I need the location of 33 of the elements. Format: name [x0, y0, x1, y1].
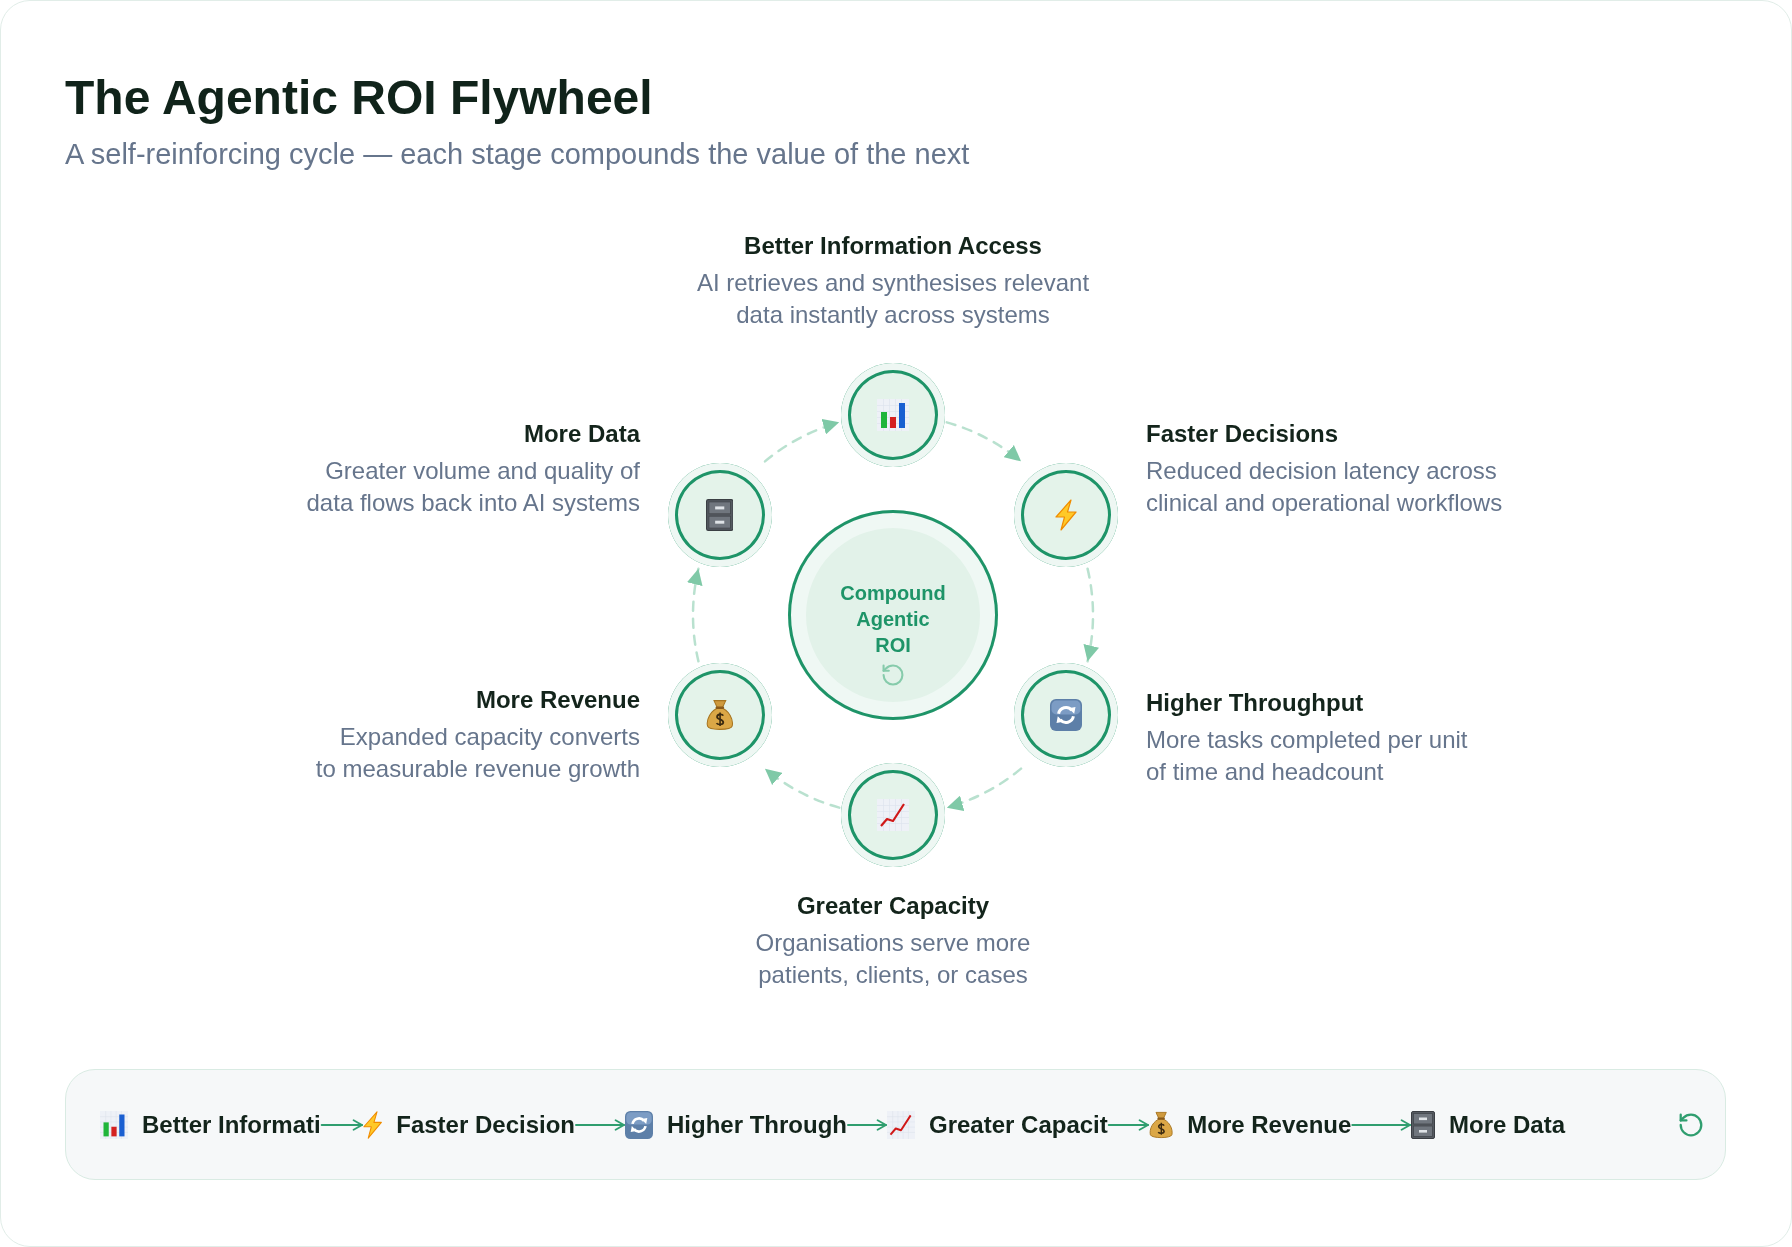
cycle-arrow: [763, 419, 841, 463]
step-label: Greater Capacit: [929, 1110, 1108, 1140]
step-label: Faster Decision: [396, 1110, 575, 1140]
step-label: Better Informati: [142, 1110, 321, 1140]
step-label: More Revenue: [1187, 1110, 1352, 1140]
flow-arrow: [1107, 1119, 1149, 1131]
stage-heading: Faster Decisions: [1146, 419, 1339, 449]
stage-heading: Higher Throughput: [1146, 688, 1364, 718]
subtitle: A self-reinforcing cycle — each stage compounds the value of the next: [65, 137, 970, 171]
flow-arrow: [1351, 1119, 1411, 1131]
stage-heading: Better Information Access: [744, 231, 1042, 261]
flow-arrow: [575, 1119, 625, 1131]
cycle-arrow: [687, 567, 704, 663]
stage-heading: More Data: [523, 419, 640, 449]
stage-description: Reduced decision latency across clinical and operational workflows: [1146, 456, 1504, 518]
stage-description: AI retrieves and synthesises relevant data instantly across systems: [695, 268, 1091, 330]
flow-arrow: [847, 1119, 887, 1131]
summary-bar: [65, 1069, 1726, 1180]
step-label: More Data: [1449, 1110, 1566, 1140]
stage-heading: Greater Capacity: [796, 891, 990, 921]
cycle-arrow: [945, 421, 1023, 463]
step-label: Higher Through: [667, 1110, 847, 1140]
stage-description: Expanded capacity converts to measurable revenue growth: [314, 722, 640, 784]
cycle-arrow: [763, 767, 841, 809]
stage-description: More tasks completed per unit of time and headcount: [1146, 725, 1469, 787]
hub-label: Compound Agentic ROI: [839, 581, 947, 658]
title: The Agentic ROI Flywheel: [65, 70, 653, 126]
cycle-arrow: [1082, 567, 1099, 663]
stage-heading: More Revenue: [475, 685, 640, 715]
flow-arrow: [320, 1119, 363, 1131]
stage-description: Greater volume and quality of data flows back into AI systems: [305, 456, 640, 518]
stage-description: Organisations serve more patients, clients, or cases: [754, 928, 1032, 990]
cycle-arrow: [945, 767, 1023, 811]
